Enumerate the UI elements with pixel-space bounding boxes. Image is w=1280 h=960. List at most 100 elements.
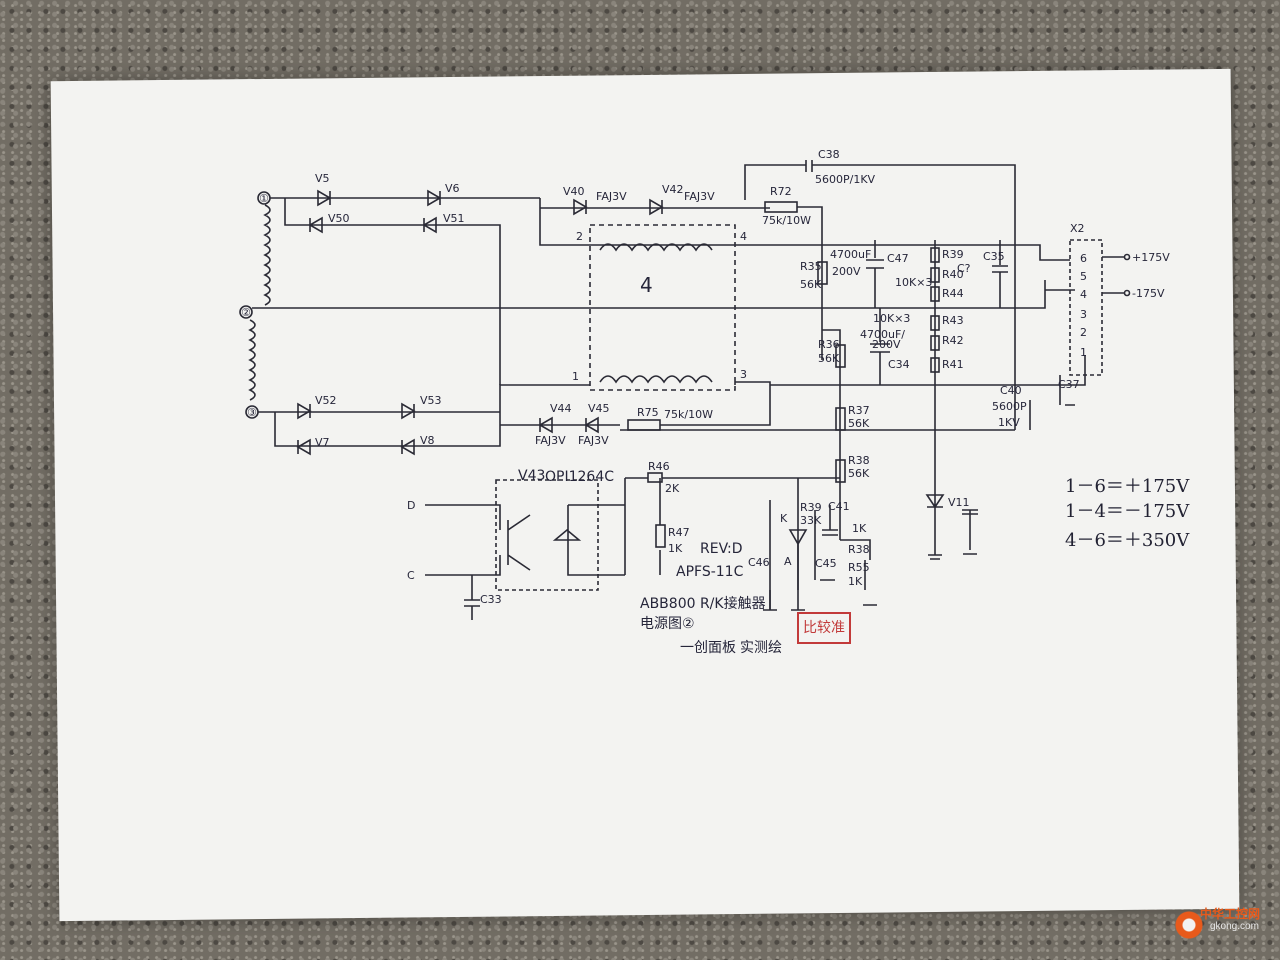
terminal-3-label: ③ (247, 406, 257, 419)
label-tr-1: 1 (572, 370, 579, 383)
label-v52: V52 (315, 394, 337, 407)
label-v44: V44 (550, 402, 572, 415)
label-fa3: FAJ3V (535, 434, 566, 447)
out-label-1: +175V (1132, 251, 1170, 264)
label-tr-4: 4 (740, 230, 747, 243)
label-v53: V53 (420, 394, 442, 407)
watermark-cn: 中华工控网 (1200, 907, 1261, 921)
label-c4uf: 4700uF (830, 248, 871, 261)
label-r41: R41 (942, 358, 964, 371)
label-fa4: FAJ3V (578, 434, 609, 447)
label-r72-value: 75k/10W (762, 214, 811, 227)
diode-v45 (584, 416, 599, 434)
diode-v50 (308, 216, 323, 234)
label-opto: OPI1264C (545, 469, 614, 485)
terminal-2 (239, 305, 253, 319)
diode-v53 (401, 402, 416, 420)
label-r75: R75 (637, 406, 659, 419)
label-r36: R36 (818, 338, 840, 351)
voltage-annotation-2: 1－4＝－175V (1065, 501, 1190, 522)
wire-out (1102, 256, 1125, 294)
red-seal-stamp: 比较准 (797, 612, 851, 644)
label-v42: V42 (662, 183, 684, 196)
label-v43: V43 (518, 468, 545, 484)
resistor-r42 (930, 335, 940, 351)
label-c37: C37 (1058, 378, 1080, 391)
pin-2: 2 (1080, 326, 1087, 339)
label-c38-value: 5600P/1KV (815, 173, 876, 186)
diode-v6 (427, 189, 442, 207)
out-terminal-2 (1123, 289, 1131, 297)
diode-v42 (649, 198, 664, 216)
wire-r46 (624, 477, 840, 610)
label-tr-2: 2 (576, 230, 583, 243)
regulator-network (763, 505, 877, 611)
label-r38: R38 (848, 454, 870, 467)
diode-v51 (422, 216, 437, 234)
note-line-4: 实测绘 (740, 640, 782, 656)
zener-v11 (925, 480, 978, 560)
out-terminal-1 (1123, 253, 1131, 261)
left-winding (248, 204, 271, 401)
label-rev: REV:D (700, 541, 743, 557)
label-x2: X2 (1070, 222, 1085, 235)
label-v6: V6 (445, 182, 460, 195)
label-c45: C45 (815, 557, 837, 570)
label-r72: R72 (770, 185, 792, 198)
wire-c47 (866, 240, 884, 308)
label-r42: R42 (942, 334, 964, 347)
label-c40-kv: 1KV (998, 416, 1020, 429)
voltage-annotation-3: 4－6＝＋350V (1065, 530, 1190, 551)
label-k1: 1K (852, 522, 867, 535)
pin-1: 1 (1080, 346, 1087, 359)
wire-r36-chain (822, 329, 841, 540)
resistor-r40 (930, 267, 940, 283)
resistor-r39 (930, 247, 940, 263)
label-rv1: 10K×3 (895, 276, 932, 289)
note-line-3: 一创面板 (680, 640, 736, 656)
label-d: D (407, 499, 415, 512)
resistor-r75 (627, 419, 661, 431)
resistor-r43 (930, 315, 940, 331)
gear-logo-icon (1172, 908, 1206, 942)
watermark-en: gkong.com (1210, 921, 1259, 932)
wire-right-return (620, 355, 1086, 431)
label-c33: C33 (480, 593, 502, 606)
wire-r72 (797, 206, 823, 360)
label-r38-value: 56K (848, 467, 870, 480)
label-tr-3: 3 (740, 368, 747, 381)
label-c41: C41 (828, 500, 850, 513)
connector-x2 (1069, 239, 1103, 376)
label-r40: R40 (942, 268, 964, 281)
wire-bottom-rail (258, 381, 771, 447)
label-c40: C40 (1000, 384, 1022, 397)
resistor-r35 (817, 261, 828, 285)
label-v7: V7 (315, 436, 330, 449)
label-c40-value: 5600P (992, 400, 1027, 413)
label-apfs: APFS-11C (676, 564, 744, 580)
label-c: C (407, 569, 415, 582)
terminal-1-label: ① (259, 192, 269, 205)
label-v11: V11 (948, 496, 970, 509)
pin-5: 5 (1080, 270, 1087, 283)
label-k2: 1K (848, 575, 863, 588)
pin-3: 3 (1080, 308, 1087, 321)
label-r44: R44 (942, 287, 964, 300)
label-v45: V45 (588, 402, 610, 415)
resistor-r46 (647, 472, 663, 483)
out-label-2: -175V (1132, 287, 1165, 300)
label-v51: V51 (443, 212, 465, 225)
label-c34-uf: 4700uF/ (860, 328, 905, 341)
label-c47: C47 (887, 252, 909, 265)
resistor-r38 (835, 459, 846, 483)
label-rv2: 10K×3 (873, 312, 910, 325)
resistor-r36 (835, 344, 846, 368)
terminal-2-label: ② (241, 306, 251, 319)
capacitor-c34 (870, 308, 890, 385)
label-v5: V5 (315, 172, 330, 185)
pin-4: 4 (1080, 288, 1087, 301)
label-r46-value: 2K (665, 482, 680, 495)
capacitor-c35 (992, 240, 1008, 308)
label-r37: R37 (848, 404, 870, 417)
pin-6: 6 (1080, 252, 1087, 265)
